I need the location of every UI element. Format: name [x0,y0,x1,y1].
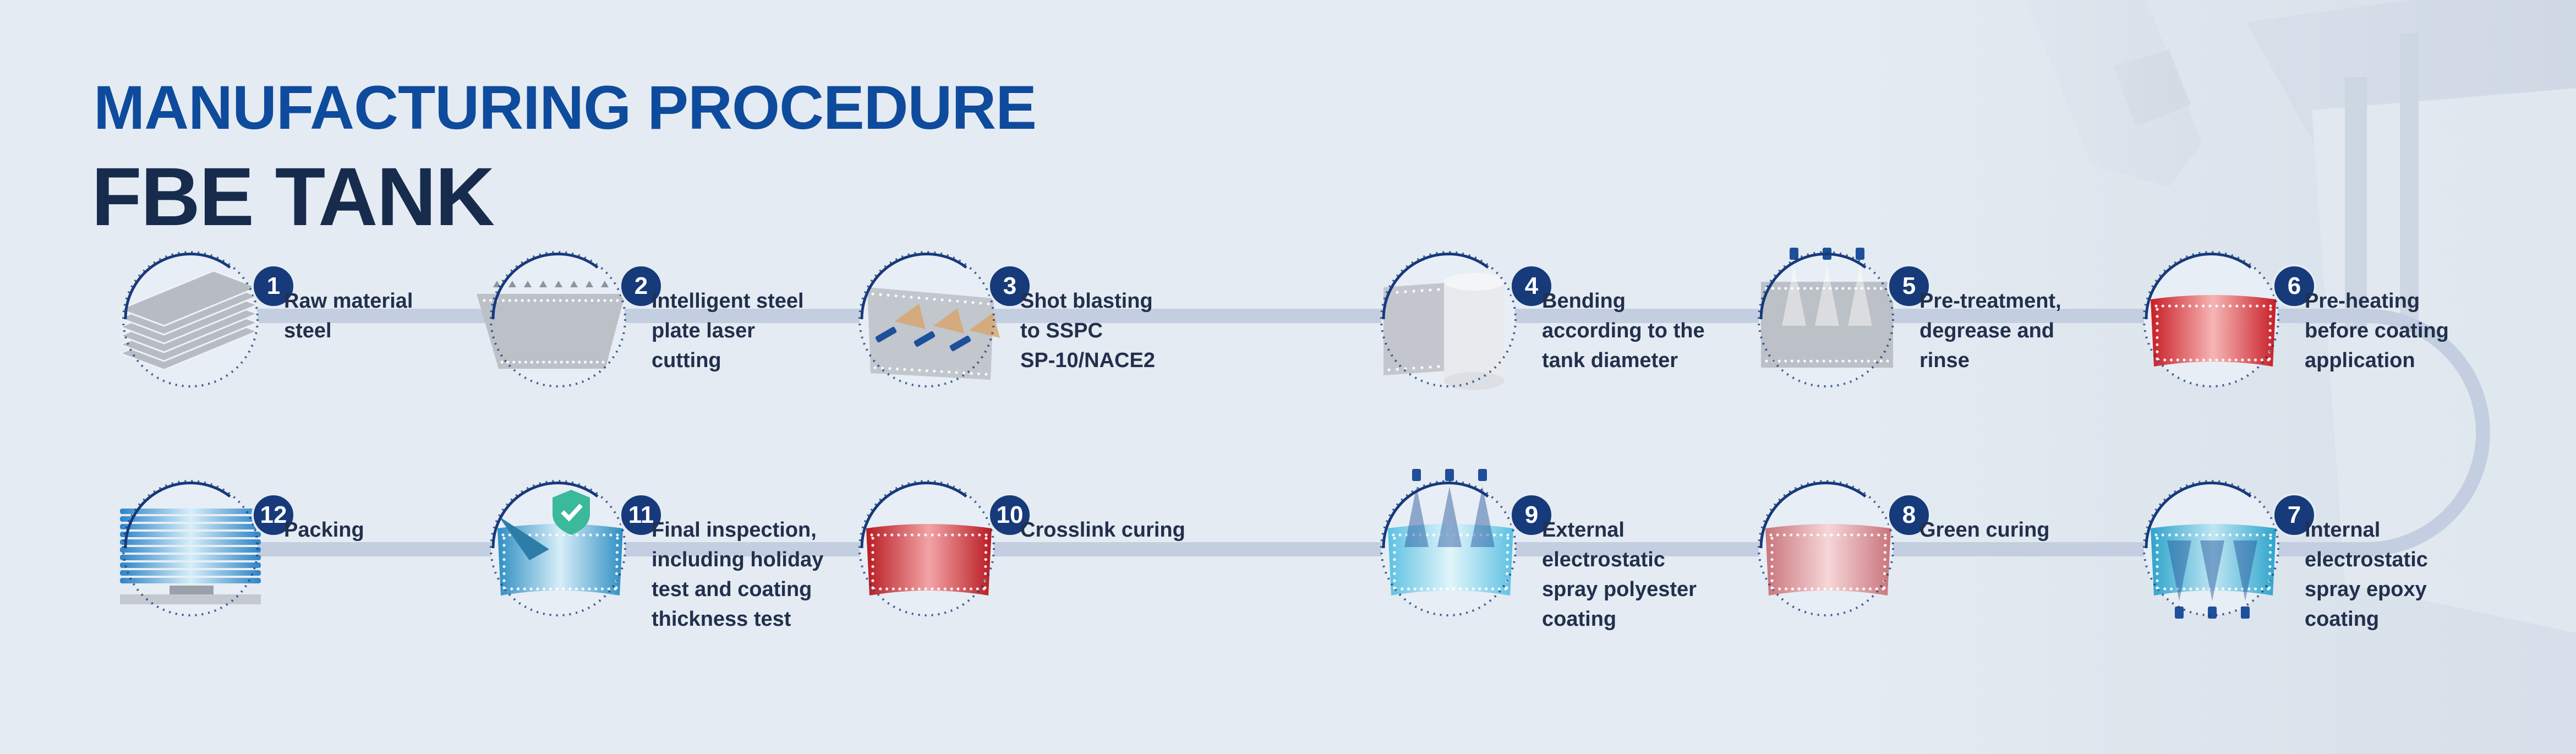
laser-cutting-icon [477,251,626,387]
step-number-badge: 11 [619,493,663,537]
packed-plates-icon [120,480,261,616]
step-number-badge: 2 [619,264,663,308]
pretreatment-spray-icon [1758,248,1894,387]
track-line [182,309,2490,556]
step-number-badge: 12 [251,493,296,537]
step-number-badge: 1 [251,264,296,308]
plate-bending-icon [1380,251,1517,390]
step-number-badge: 7 [2272,493,2316,537]
step-label: Crosslink curing [1020,518,1185,542]
step-number-badge: 4 [1509,264,1554,308]
step-number-badge: 8 [1887,493,1931,537]
step-label: Pre-treatment, degrease and rinse [1919,289,2061,372]
step-label: Packing [284,518,364,542]
epoxy-spray-icon [2143,480,2279,619]
step-label: Pre-heating before coating application [2305,289,2449,372]
polyester-spray-icon [1380,469,1517,616]
step-label: Internal electrostatic spray epoxy coati… [2305,518,2428,631]
step-number-badge: 9 [1509,493,1554,537]
step-number-badge: 3 [988,264,1032,308]
steel-plate-stack-icon [117,251,260,387]
title-block: MANUFACTURING PROCEDURE FBE TANK [91,73,1037,243]
step-label: Raw material steel [284,289,413,342]
step-label: Intelligent steel plate laser cutting [652,289,804,372]
step-label: Bending according to the tank diameter [1542,289,1705,372]
step-label: Final inspection, including holiday test… [652,518,824,631]
title-manufacturing-procedure: MANUFACTURING PROCEDURE [94,73,1037,142]
preheated-plate-icon [2143,251,2279,387]
step-label: Green curing [1919,518,2050,542]
crosslink-cured-plate-icon [858,480,995,616]
step-number-badge: 5 [1887,264,1931,308]
shot-blasting-icon [858,251,1000,387]
step-label: Shot blasting to SSPC SP-10/NACE2 [1020,289,1155,372]
inspection-check-icon [490,480,626,616]
step-label: External electrostatic spray polyester c… [1542,518,1697,631]
green-cured-plate-icon [1758,480,1894,616]
title-fbe-tank: FBE TANK [91,150,495,243]
step-number-badge: 10 [988,493,1032,537]
step-number-badge: 6 [2272,264,2316,308]
